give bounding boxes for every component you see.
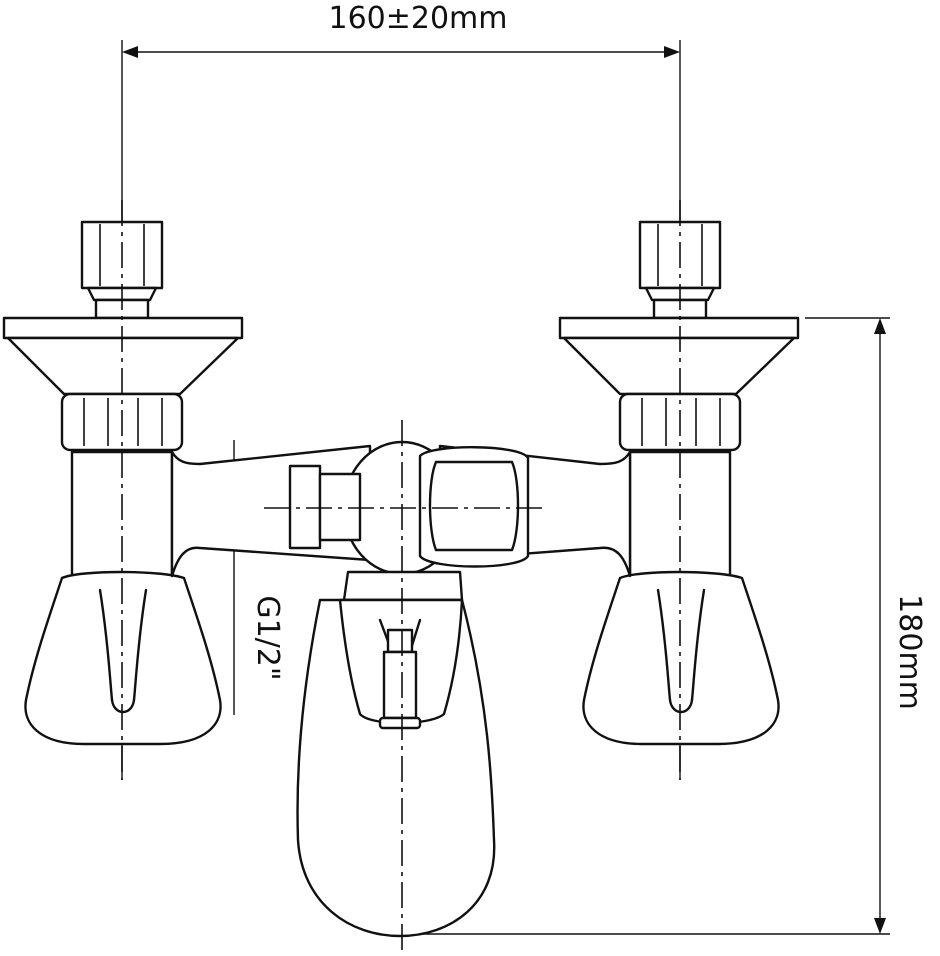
height-dimension: 180mm — [400, 317, 927, 935]
spout — [296, 598, 496, 938]
center-lines — [121, 200, 681, 950]
thread-dimension-label: G1/2" — [250, 595, 285, 680]
height-dimension-label: 180mm — [892, 594, 927, 710]
mixer-body — [170, 440, 632, 602]
width-dimension-label: 160±20mm — [328, 1, 507, 36]
